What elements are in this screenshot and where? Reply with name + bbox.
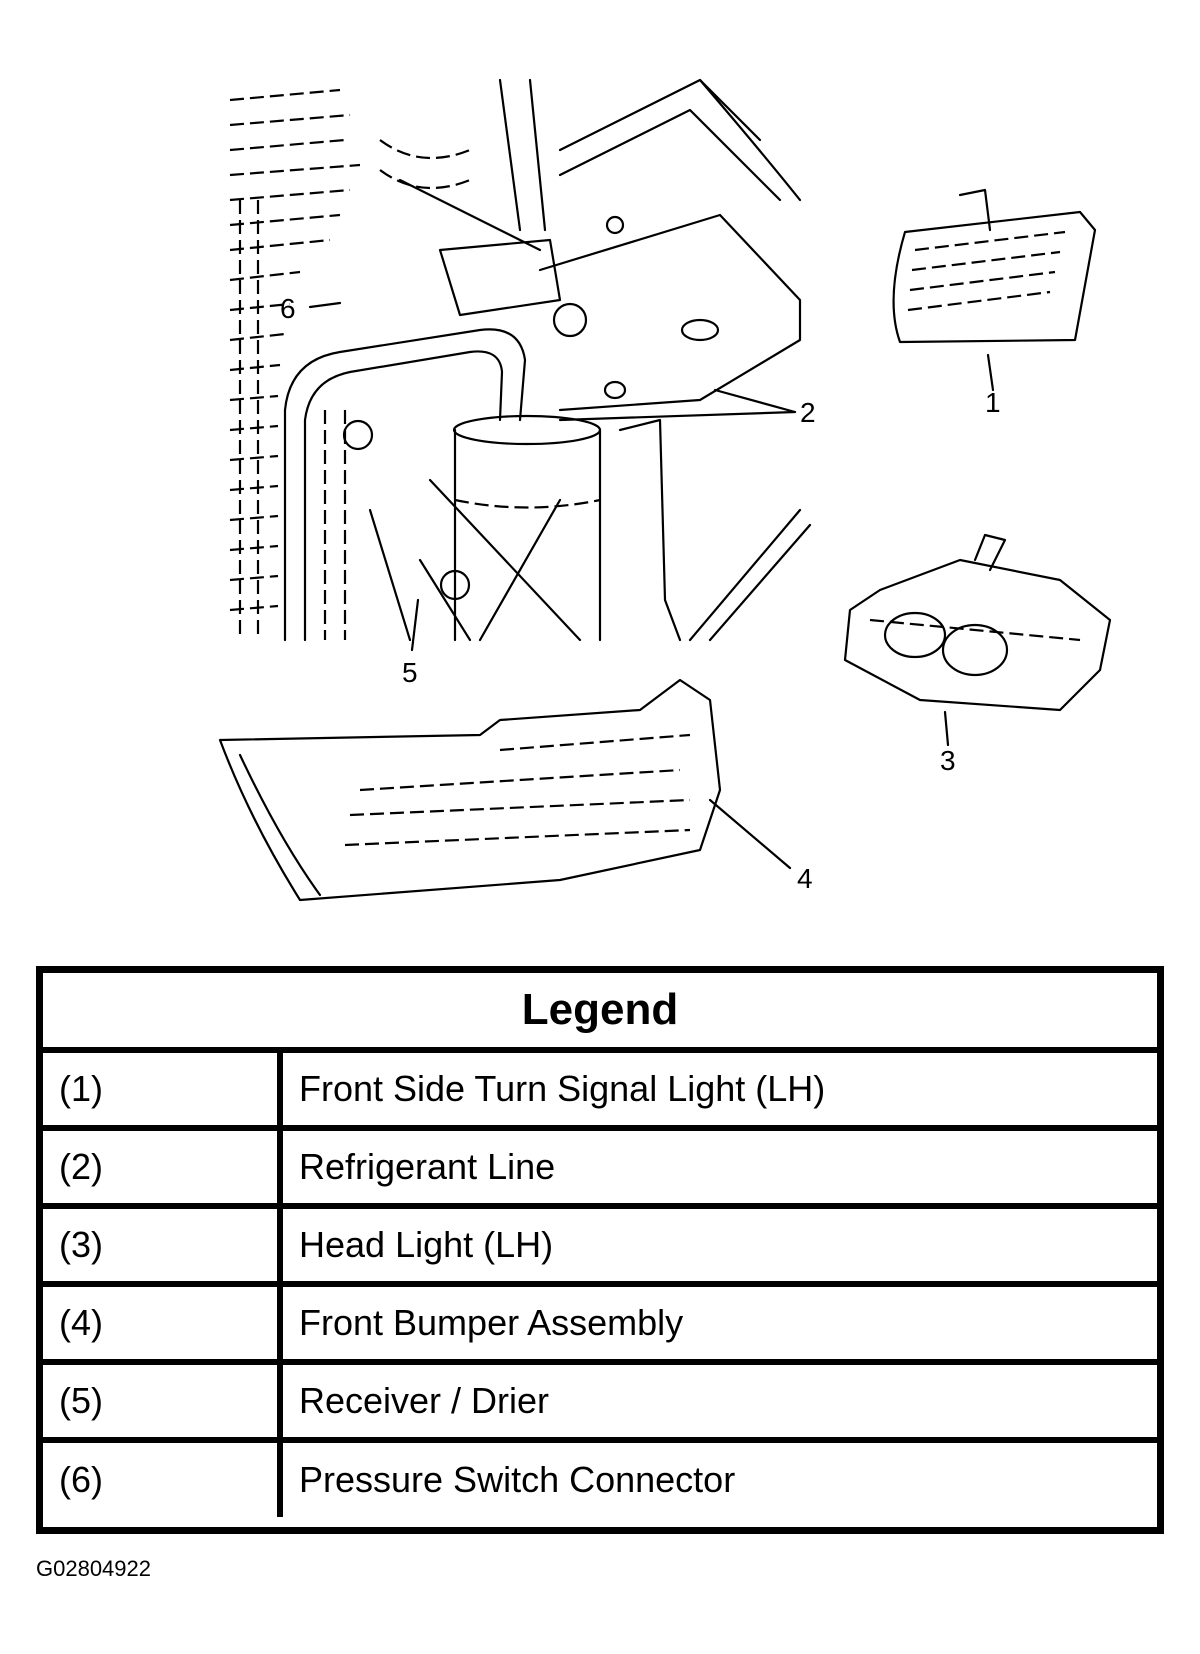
legend-row: (4) Front Bumper Assembly	[43, 1287, 1157, 1365]
legend-row: (1) Front Side Turn Signal Light (LH)	[43, 1053, 1157, 1131]
callout-6: 6	[280, 293, 296, 324]
head-light-drawing	[843, 533, 1112, 712]
engine-bay-drawing	[229, 78, 812, 642]
turn-signal-light-drawing	[892, 188, 1097, 344]
legend-row-description: Refrigerant Line	[299, 1146, 556, 1187]
legend-row-number: (4)	[43, 1287, 283, 1359]
legend-row-description: Head Light (LH)	[299, 1224, 554, 1265]
callout-5: 5	[402, 657, 418, 688]
legend-title-row: Legend	[43, 973, 1157, 1053]
legend-row-number: (2)	[43, 1131, 283, 1203]
front-bumper-drawing	[218, 678, 722, 902]
callout-3: 3	[940, 745, 956, 776]
legend-row-number: (6)	[43, 1443, 283, 1517]
legend-row-number: (1)	[43, 1053, 283, 1125]
legend-row-number: (5)	[43, 1365, 283, 1437]
callout-leaders	[308, 301, 995, 870]
callout-1: 1	[985, 387, 1001, 418]
legend-row-description: Front Bumper Assembly	[299, 1302, 684, 1343]
legend-row: (6) Pressure Switch Connector	[43, 1443, 1157, 1517]
figure-id: G02804922	[36, 1556, 151, 1581]
legend-table: Legend (1) Front Side Turn Signal Light …	[36, 966, 1164, 1534]
legend-row-description: Front Side Turn Signal Light (LH)	[299, 1068, 826, 1109]
legend-row: (3) Head Light (LH)	[43, 1209, 1157, 1287]
legend-row-description: Pressure Switch Connector	[299, 1459, 736, 1500]
component-illustration: 1 2 3 4 5 6	[218, 78, 1112, 902]
callout-2: 2	[800, 397, 816, 428]
callout-4: 4	[797, 863, 813, 894]
legend-title: Legend	[521, 985, 679, 1034]
legend-row: (5) Receiver / Drier	[43, 1365, 1157, 1443]
legend-row: (2) Refrigerant Line	[43, 1131, 1157, 1209]
legend-row-description: Receiver / Drier	[299, 1380, 550, 1421]
legend-row-number: (3)	[43, 1209, 283, 1281]
